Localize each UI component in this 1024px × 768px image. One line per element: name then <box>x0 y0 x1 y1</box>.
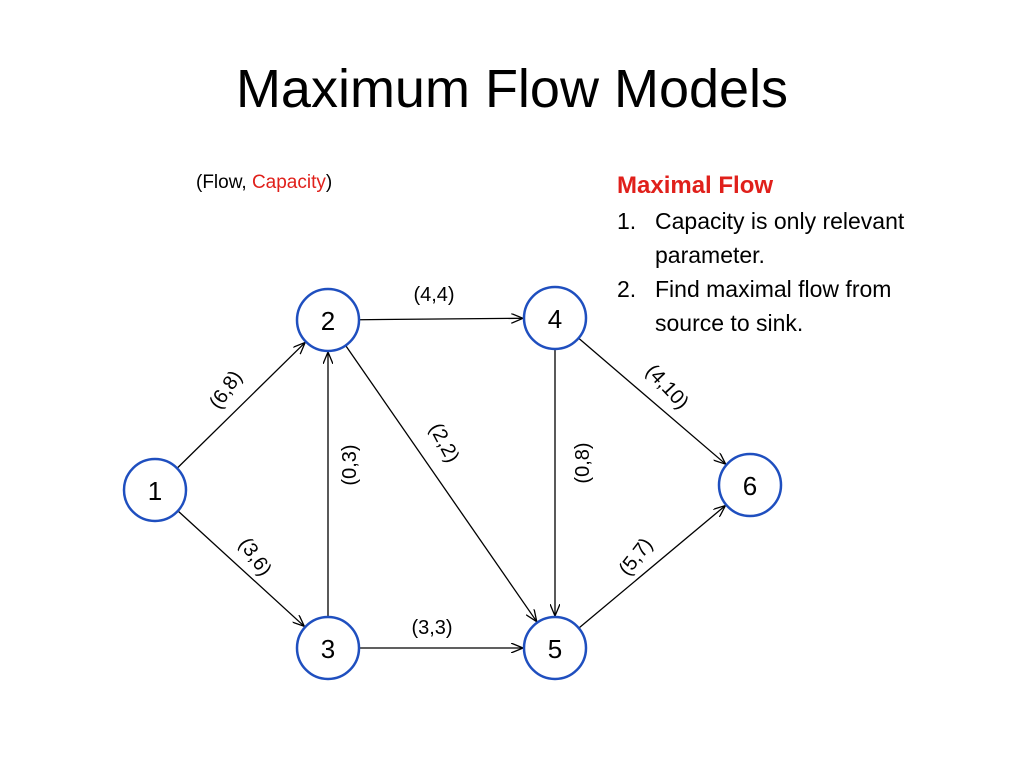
node-label: 2 <box>321 306 335 336</box>
edge-3-5: (3,3) <box>359 617 523 648</box>
legend-close-text: ) <box>325 172 333 193</box>
node-label: 5 <box>548 634 562 664</box>
edge-label: (4,4) <box>413 284 454 306</box>
edge-label: (3,6) <box>234 534 276 580</box>
slide-title: Maximum Flow Models <box>235 59 789 119</box>
node-circle <box>122 457 188 523</box>
node-circle <box>522 285 588 351</box>
node-circle <box>522 615 588 681</box>
node-circle <box>295 287 361 353</box>
edge-5-6: (5,7) <box>578 506 726 629</box>
edge-label: (3,3) <box>411 617 452 639</box>
legend-capacity-text: Capacity <box>251 172 326 193</box>
edges-layer: (6,8) (3,6) (0,3) (4,4) (2,2) (3,3) (0,8) (4,10… <box>176 284 726 648</box>
node-label: 6 <box>743 471 757 501</box>
edge-label: (0,3) <box>339 444 361 485</box>
info-list-item: 1. Capacity is only relevant parameter. <box>617 204 947 272</box>
edge-arrow <box>358 318 523 319</box>
node-2: 2 <box>295 287 361 353</box>
info-list-item: 2. Find maximal flow from source to sink… <box>617 272 947 340</box>
node-3: 3 <box>295 615 361 681</box>
node-label: 1 <box>148 476 162 506</box>
info-item-text: Capacity is only relevant parameter. <box>655 208 905 268</box>
info-item-number: 1. <box>617 208 637 234</box>
edge-1-2: (6,8) <box>176 342 305 469</box>
info-list: 1. Capacity is only relevant parameter. … <box>617 204 947 340</box>
node-label: 4 <box>548 304 562 334</box>
edge-arrow <box>578 337 726 464</box>
edge-label: (4,10) <box>641 360 693 413</box>
edge-4-6: (4,10) <box>578 337 726 464</box>
node-label: 3 <box>321 634 335 664</box>
nodes-layer: 1 2 3 4 5 6 <box>122 285 783 681</box>
node-6: 6 <box>717 452 783 518</box>
edge-label: (5,7) <box>615 534 658 580</box>
legend-flow-text: (Flow, <box>196 172 252 193</box>
info-item-number: 2. <box>617 276 637 302</box>
edge-label-legend: (Flow, Capacity) <box>196 172 332 194</box>
node-circle <box>295 615 361 681</box>
edge-4-5: (0,8) <box>555 349 594 616</box>
edge-label: (2,2) <box>425 420 464 467</box>
node-1: 1 <box>122 457 188 523</box>
edge-arrow <box>345 345 537 621</box>
edge-2-5: (2,2) <box>345 345 537 621</box>
edge-2-4: (4,4) <box>358 284 523 320</box>
info-heading: Maximal Flow <box>617 172 774 199</box>
edge-1-3: (3,6) <box>177 510 304 627</box>
node-5: 5 <box>522 615 588 681</box>
node-circle <box>717 452 783 518</box>
edge-label: (0,8) <box>572 442 594 483</box>
info-item-text: Find maximal flow from source to sink. <box>655 276 892 336</box>
edge-arrow <box>177 510 304 627</box>
edge-arrow <box>578 506 726 629</box>
node-4: 4 <box>522 285 588 351</box>
edge-3-2: (0,3) <box>328 352 361 617</box>
info-box: Maximal Flow 1. Capacity is only relevan… <box>617 172 947 340</box>
edge-arrow <box>176 342 305 469</box>
